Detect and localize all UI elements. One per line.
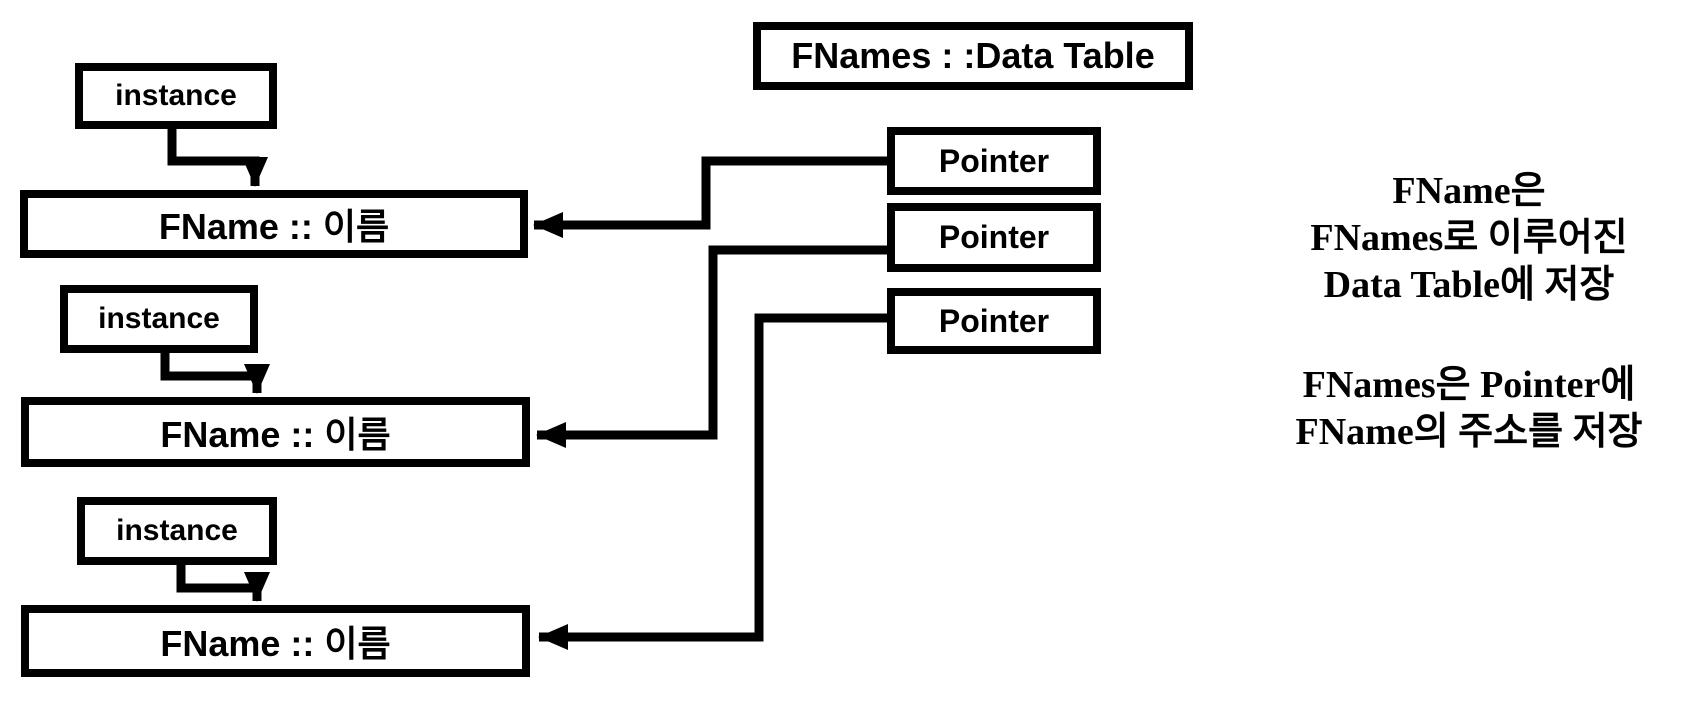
- arrow-instance2-to-fname2: [160, 349, 270, 394]
- arrow-pointer2-to-fname2: [536, 245, 889, 448]
- instance-label-3: instance: [116, 514, 238, 547]
- instance-box-2: instance: [60, 285, 258, 353]
- pointer-box-1: Pointer: [887, 127, 1101, 195]
- fname-box-2: FName :: 이름: [21, 397, 530, 467]
- annotation-note-1-line-3: Data Table에 저장: [1323, 264, 1615, 306]
- arrow-pointer3-to-fname3: [538, 313, 889, 650]
- arrow-instance3-to-fname3: [176, 561, 270, 602]
- fname-label-1: FName :: 이름: [158, 206, 390, 247]
- fnames-data-table-box: FNames : :Data Table: [753, 22, 1193, 90]
- pointer-label-2: Pointer: [938, 219, 1050, 255]
- arrow-instance1-to-fname1: [167, 126, 268, 187]
- instance-box-3: instance: [77, 497, 277, 565]
- fnames-data-table-label: FNames : :Data Table: [791, 35, 1155, 76]
- pointer-label-1: Pointer: [938, 142, 1050, 179]
- fname-label-3: FName :: 이름: [160, 623, 391, 664]
- annotation-note-2-line-2: FName의 주소를 저장: [1295, 411, 1643, 453]
- pointer-box-3: Pointer: [887, 288, 1101, 354]
- pointer-box-2: Pointer: [887, 203, 1101, 272]
- pointer-label-3: Pointer: [938, 302, 1050, 339]
- fname-box-1: FName :: 이름: [20, 190, 528, 258]
- annotation-note-2-line-1: FNames은 Pointer에: [1302, 364, 1636, 406]
- annotation-note-1: FName은 FNames로 이루어진 Data Table에 저장: [1248, 168, 1690, 309]
- annotation-note-1-line-1: FName은: [1392, 170, 1546, 212]
- instance-label-2: instance: [98, 302, 220, 335]
- annotation-note-2: FNames은 Pointer에 FName의 주소를 저장: [1248, 362, 1690, 456]
- annotation-note-1-line-2: FNames로 이루어진: [1310, 217, 1628, 259]
- arrow-pointer1-to-fname1: [533, 156, 889, 238]
- instance-box-1: instance: [75, 63, 277, 129]
- fname-label-2: FName :: 이름: [160, 414, 391, 455]
- instance-label-1: instance: [115, 79, 237, 112]
- fname-box-3: FName :: 이름: [21, 605, 530, 677]
